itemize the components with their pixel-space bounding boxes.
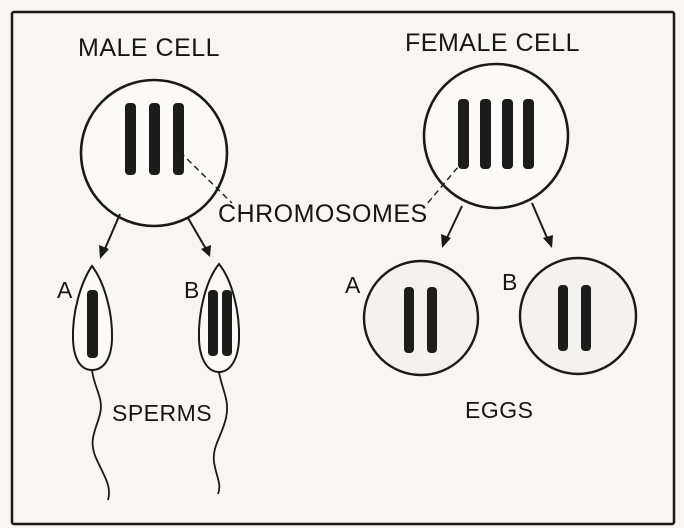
egg-a bbox=[364, 261, 478, 375]
chromosome bbox=[480, 99, 491, 169]
chromosome bbox=[125, 103, 136, 175]
sperm-a-tail bbox=[92, 370, 109, 500]
chromosomes-label: CHROMOSOMES bbox=[218, 200, 428, 228]
male-cell-chromosomes bbox=[125, 103, 184, 175]
egg-b-chromosome bbox=[558, 285, 568, 351]
sperm-a-label: A bbox=[57, 277, 73, 303]
sperm-b bbox=[199, 264, 239, 372]
arrowhead bbox=[201, 245, 211, 257]
sperms-label: SPERMS bbox=[112, 400, 212, 426]
arrow-to-sperm-a bbox=[104, 214, 120, 251]
chromosome bbox=[173, 103, 184, 175]
female-arrows bbox=[441, 203, 553, 248]
chromosome bbox=[458, 99, 469, 169]
egg-a-chromosome bbox=[404, 287, 414, 353]
sperm-b-tail bbox=[214, 372, 227, 494]
egg-b-chromosome bbox=[581, 285, 591, 351]
female-cell bbox=[424, 64, 568, 208]
arrow-to-egg-a bbox=[446, 206, 462, 240]
male-cell-label: MALE CELL bbox=[78, 34, 220, 62]
arrowhead bbox=[543, 235, 553, 248]
arrowhead bbox=[99, 245, 109, 259]
eggs-label: EGGS bbox=[465, 397, 533, 423]
sperm-b-chromosome bbox=[222, 290, 232, 356]
egg-b-label: B bbox=[502, 269, 518, 295]
arrow-to-sperm-b bbox=[188, 218, 206, 249]
chromosome bbox=[523, 99, 534, 169]
arrowhead bbox=[441, 234, 451, 248]
sperm-b-label: B bbox=[184, 277, 200, 303]
egg-a-label: A bbox=[345, 272, 361, 298]
chromosome bbox=[149, 103, 160, 175]
egg-b bbox=[520, 258, 636, 374]
arrow-to-egg-b bbox=[532, 203, 548, 240]
egg-a-chromosome bbox=[427, 287, 437, 353]
sperm-b-chromosome bbox=[208, 290, 218, 356]
chromosome bbox=[502, 99, 513, 169]
sperm-a-chromosome bbox=[87, 290, 98, 358]
female-cell-label: FEMALE CELL bbox=[405, 29, 580, 57]
